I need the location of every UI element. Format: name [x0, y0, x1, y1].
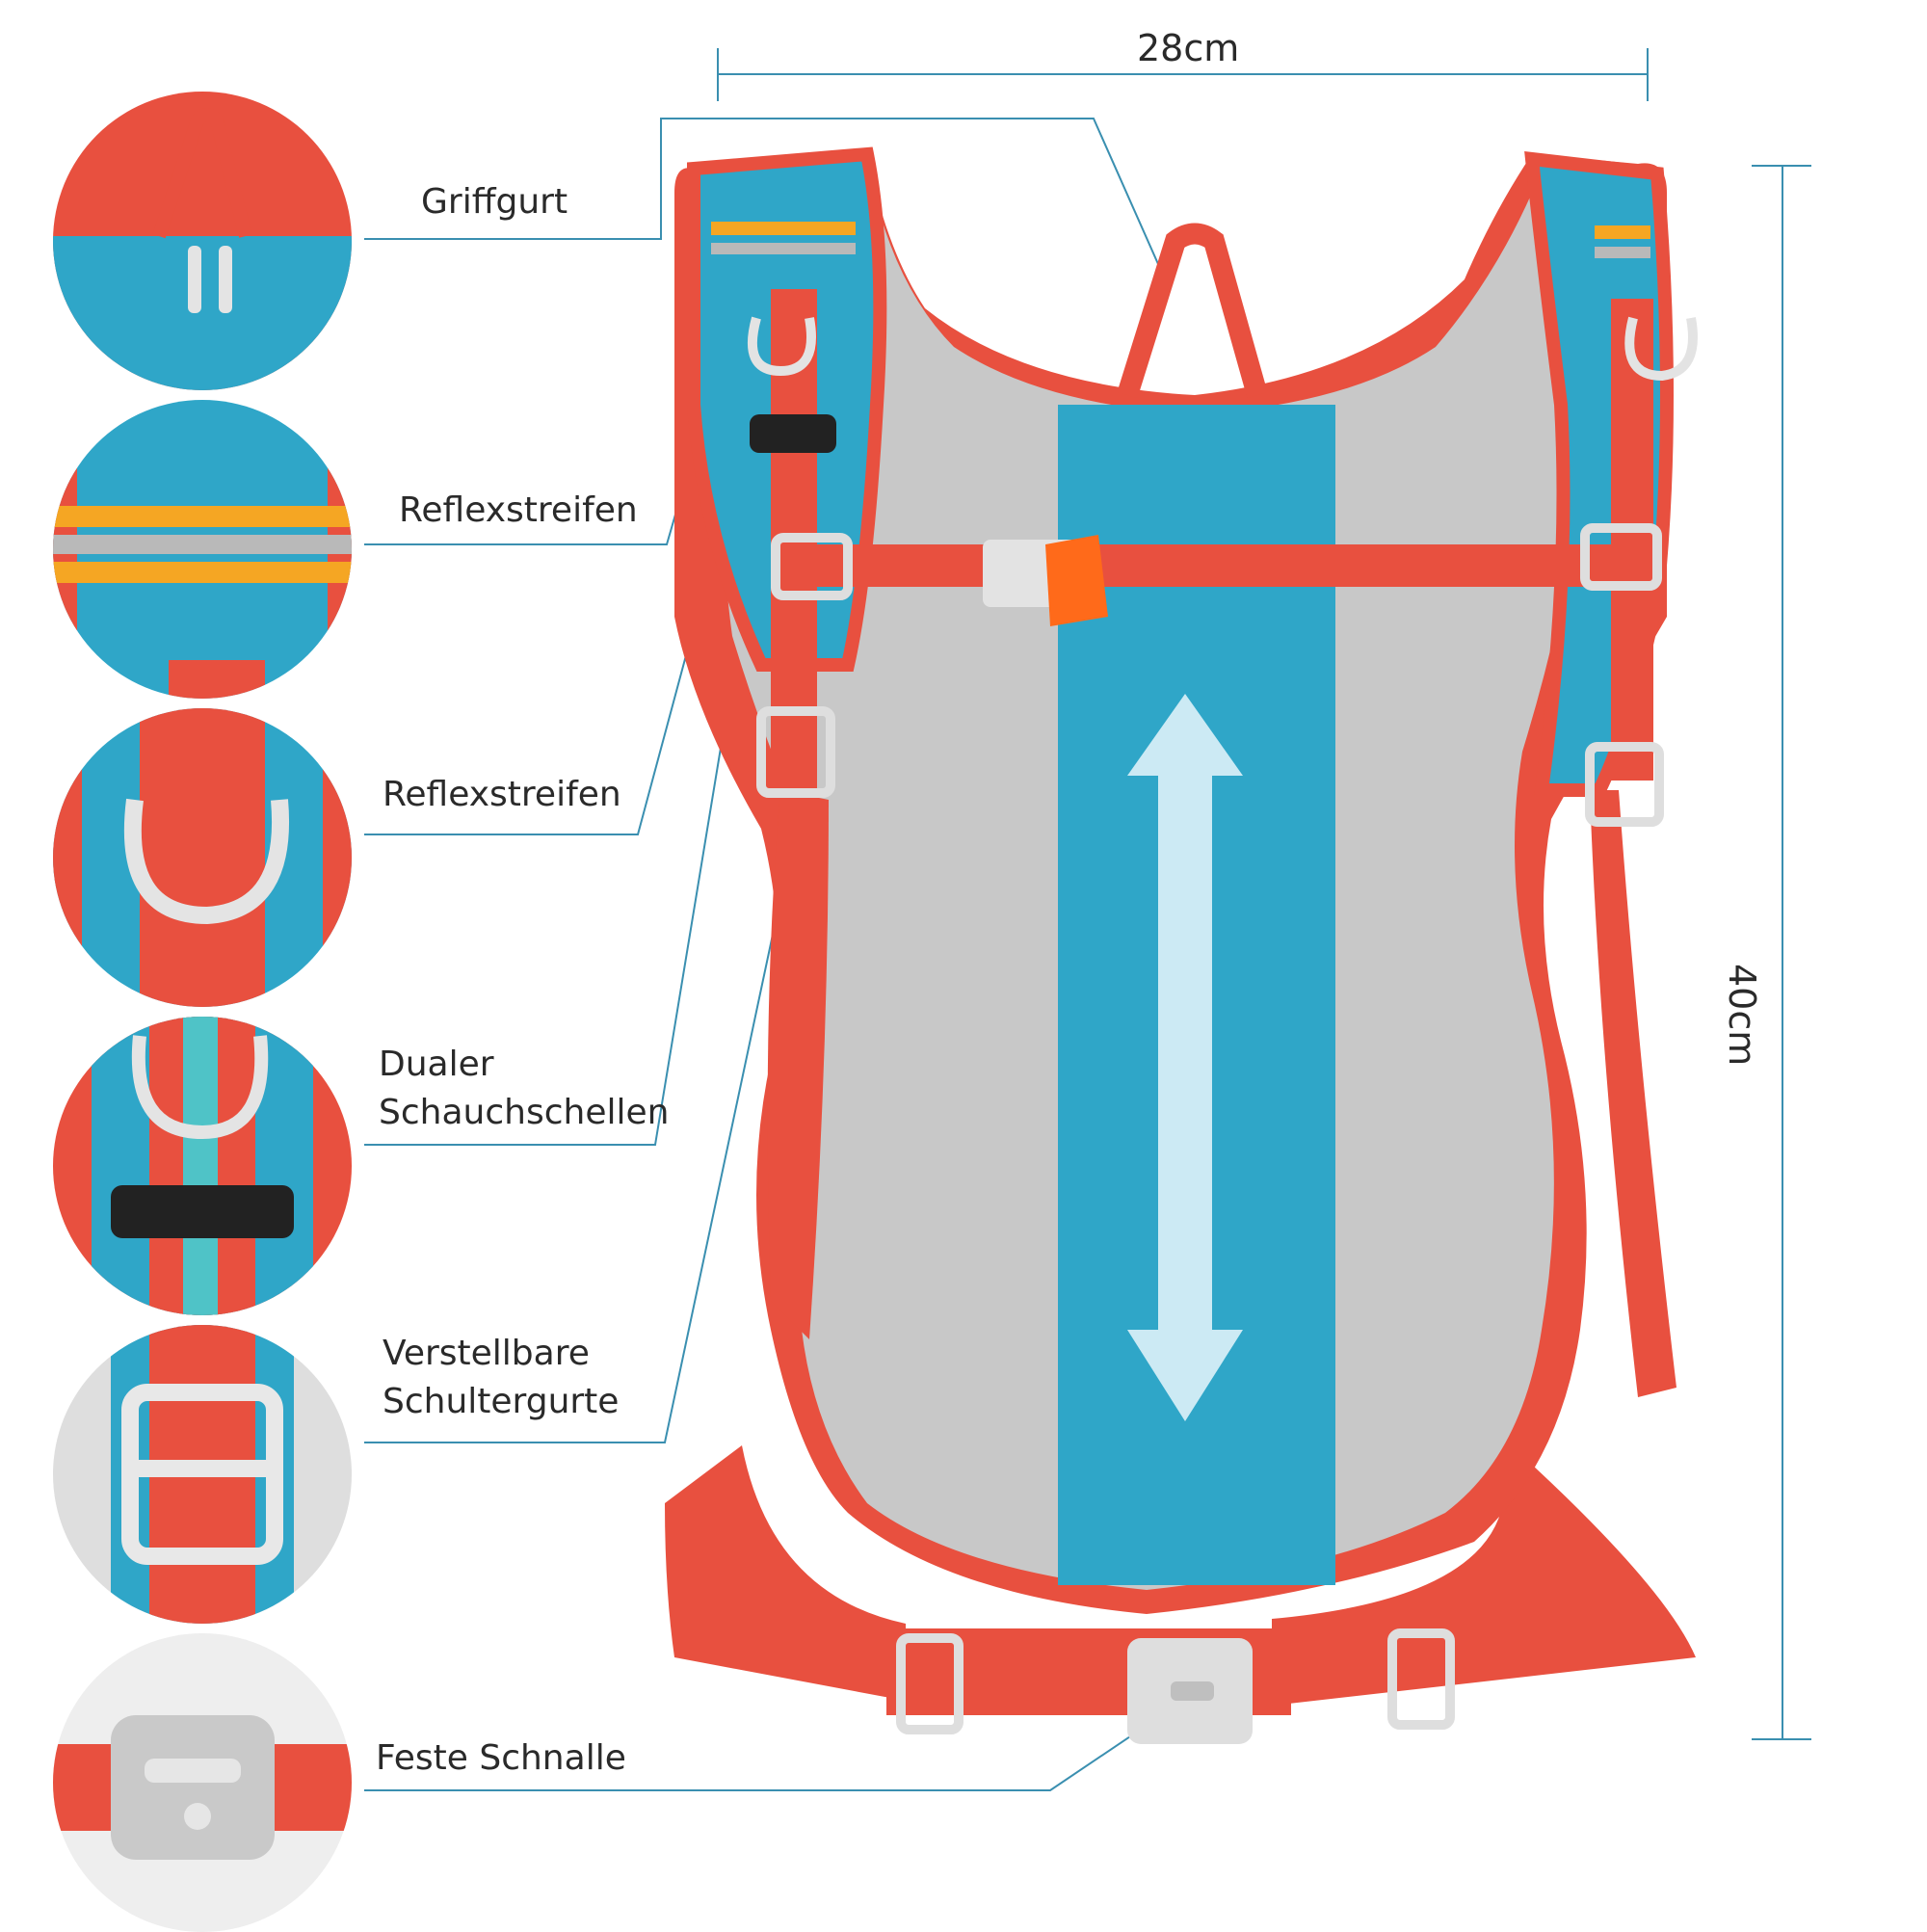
left-reflective-strip-grey — [711, 243, 856, 254]
right-reflective-strip — [1595, 225, 1650, 239]
hip-belt-left — [665, 1445, 906, 1701]
left-shoulder-adjuster — [756, 706, 835, 798]
feature-label-schultergurte-line-1: Verstellbare — [383, 1334, 590, 1373]
hip-buckle-slot — [1171, 1681, 1214, 1701]
feature-label-feste-schnalle: Feste Schnalle — [376, 1738, 626, 1778]
feature-label-schauchschellen: Dualer Schauchschellen — [379, 1041, 669, 1137]
thumb-reflexstreifen-1 — [53, 400, 352, 699]
feature-label-schauchschellen-line-2: Schauchschellen — [379, 1093, 670, 1132]
thumb-schultergurte — [53, 1325, 352, 1624]
thumb-schauchschellen — [53, 1017, 352, 1315]
reflective-strip-icon — [53, 400, 352, 699]
leader-line-schultergurte — [364, 807, 801, 1443]
airflow-arrow-icon — [1127, 694, 1243, 1421]
d-ring-icon — [53, 708, 352, 1007]
feature-label-reflexstreifen-2: Reflexstreifen — [383, 775, 621, 814]
left-lower-strap — [767, 790, 829, 1339]
left-d-ring — [747, 316, 816, 377]
hip-adjuster-left — [896, 1633, 964, 1734]
width-dimension-label: 28cm — [1137, 27, 1240, 69]
thumb-reflexstreifen-2 — [53, 708, 352, 1007]
handle-strap-icon — [53, 92, 352, 390]
hose-clip — [750, 414, 836, 453]
sternum-adjuster-right — [1580, 523, 1662, 591]
right-reflective-strip-grey — [1595, 247, 1650, 258]
left-reflective-strip — [711, 222, 856, 235]
whistle-icon — [1045, 535, 1108, 626]
sternum-adjuster-left — [771, 533, 853, 600]
feature-label-schauchschellen-line-1: Dualer — [379, 1045, 494, 1084]
right-d-ring — [1624, 316, 1698, 382]
feature-label-griffgurt: Griffgurt — [421, 182, 568, 222]
right-lower-strap — [1590, 790, 1676, 1397]
thumb-feste-schnalle — [53, 1633, 352, 1932]
hip-adjuster-right — [1387, 1628, 1455, 1730]
thumb-griffgurt — [53, 92, 352, 390]
sternum-strap — [771, 544, 1638, 587]
hip-belt-right — [1272, 1465, 1696, 1706]
feature-label-reflexstreifen-1: Reflexstreifen — [399, 490, 638, 530]
feature-label-schultergurte-line-2: Schultergurte — [383, 1382, 620, 1421]
shoulder-strap-adjuster-icon — [53, 1325, 352, 1624]
right-shoulder-webbing — [1611, 299, 1653, 781]
buckle-icon — [53, 1633, 352, 1932]
feature-label-schultergurte: Verstellbare Schultergurte — [383, 1330, 619, 1426]
hose-clip-icon — [53, 1017, 352, 1315]
top-handle — [1117, 223, 1268, 399]
leader-line-griffgurt — [364, 118, 1167, 282]
right-shoulder-adjuster — [1585, 742, 1664, 827]
